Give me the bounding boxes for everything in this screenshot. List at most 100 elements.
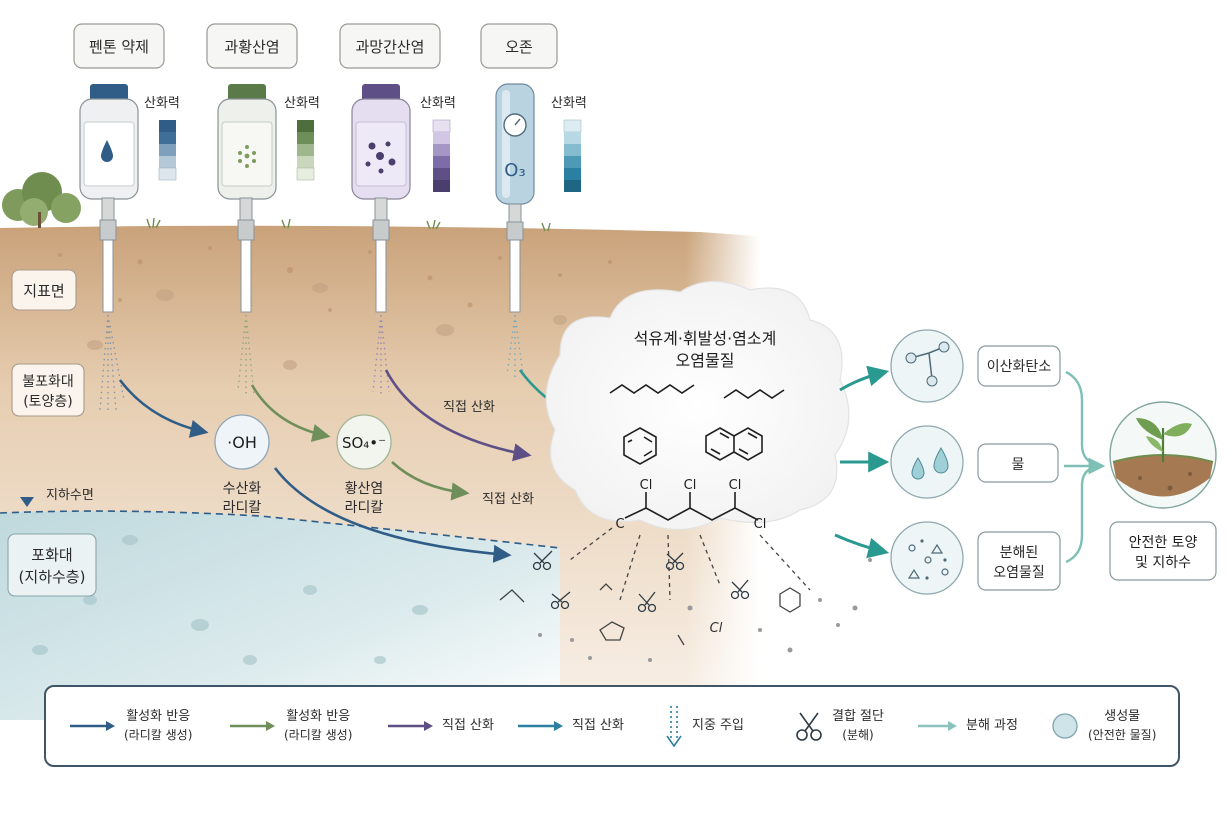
svg-text:오존: 오존 <box>505 38 533 56</box>
product-label-water: 물 <box>977 443 1059 483</box>
svg-text:포화대: 포화대 <box>31 546 72 564</box>
chlorine-label: Cl <box>640 478 653 493</box>
direct-oxidation-arrow-purple <box>384 369 532 462</box>
zone-label-saturated: 포화대 (지하수층) <box>7 533 97 597</box>
scissors-icon <box>796 712 822 741</box>
zone-label-surface: 지표면 <box>11 269 77 311</box>
permanganate-bottle-icon <box>351 84 411 313</box>
legend-item: 활성화 반응 (라디칼 생성) <box>228 687 352 765</box>
arrow-icon <box>230 721 275 731</box>
svg-text:안전한 토양: 안전한 토양 <box>1129 535 1198 551</box>
svg-text:불포화대: 불포화대 <box>22 374 74 390</box>
carbon-label: C <box>615 517 624 532</box>
ozone-cylinder-icon: O₃ <box>495 83 535 313</box>
chlorine-label: Cl <box>729 478 742 493</box>
contaminant-cloud <box>545 280 850 531</box>
injection-spray <box>99 314 524 411</box>
fragments-icon <box>890 521 964 595</box>
legend-item: 분해 과정 <box>916 687 1018 765</box>
direct-oxidation-label: 직접 산화 <box>482 492 534 507</box>
svg-text:과망간산염: 과망간산염 <box>355 38 424 56</box>
svg-text:SO₄•⁻: SO₄•⁻ <box>342 434 386 452</box>
agent-title-persulfate: 과황산염 <box>206 23 298 69</box>
legend-sublabel: (안전한 물질) <box>1088 728 1157 742</box>
strength-label: 산화력 <box>284 96 320 111</box>
contaminant-title: 석유계·휘발성·염소계 <box>634 329 777 348</box>
agent-title-permanganate: 과망간산염 <box>339 23 441 69</box>
direct-oxidation-label: 직접 산화 <box>443 400 495 415</box>
radical-label: 라디칼 <box>223 500 262 516</box>
co2-molecule-icon <box>890 329 964 403</box>
zone-label-unsaturated: 불포화대 (토양층) <box>11 363 85 417</box>
hydroxyl-radical: ·OH <box>214 414 270 470</box>
radical-arrow-green <box>391 461 470 501</box>
product-arrow <box>839 365 890 392</box>
merge-bracket <box>1065 370 1101 468</box>
strength-label: 산화력 <box>144 96 180 111</box>
sulfate-radical: SO₄•⁻ <box>336 414 392 470</box>
ozone-formula: O₃ <box>504 160 525 181</box>
svg-text:물: 물 <box>1012 457 1025 473</box>
molecule-icon <box>609 384 785 521</box>
bush-icon <box>2 172 81 228</box>
scissors-icon <box>532 550 750 613</box>
debris-dots <box>538 558 872 662</box>
bond-cleavage-fragments <box>499 527 811 646</box>
strength-bar-ozone <box>563 119 582 192</box>
grass-icon <box>146 217 551 232</box>
radical-label: 수산화 <box>223 481 262 497</box>
strength-bar-permanganate <box>432 119 451 192</box>
groundwater-layer <box>0 497 561 720</box>
legend: 활성화 반응 (라디칼 생성) 활성화 반응 (라디칼 생성) 직접 산화 직접 산… <box>44 685 1180 767</box>
arrow-icon <box>70 721 115 731</box>
contaminant-title: 오염물질 <box>676 351 735 370</box>
legend-item: 직접 산화 <box>516 687 624 765</box>
legend-label: 결합 절단 <box>832 709 884 724</box>
radical-label: 황산염 <box>345 481 384 497</box>
agent-title-fenton: 펜톤 약제 <box>73 23 165 69</box>
legend-sublabel: (라디칼 생성) <box>284 728 353 742</box>
legend-label: 생성물 <box>1104 709 1141 724</box>
legend-item: 생성물 (안전한 물질) <box>1050 687 1156 765</box>
arrow-icon <box>388 721 433 731</box>
radical-label: 라디칼 <box>345 500 384 516</box>
strength-bar-fenton <box>158 120 177 181</box>
legend-sublabel: (라디칼 생성) <box>124 728 193 742</box>
legend-label: 활성화 반응 <box>126 709 191 724</box>
dotted-arrow-icon <box>666 706 682 748</box>
legend-item: 결합 절단 (분해) <box>794 687 884 765</box>
legend-label: 지중 주입 <box>692 718 744 733</box>
svg-text:지표면: 지표면 <box>23 282 64 300</box>
strength-bar-persulfate <box>296 120 315 181</box>
legend-label: 분해 과정 <box>966 718 1018 733</box>
result-label: 안전한 토양 및 지하수 <box>1109 521 1217 581</box>
svg-text:과황산염: 과황산염 <box>224 38 279 56</box>
product-circle-icon <box>1052 713 1078 739</box>
strength-label: 산화력 <box>551 96 587 111</box>
legend-sublabel: (분해) <box>842 728 874 742</box>
legend-label: 직접 산화 <box>442 718 494 733</box>
svg-text:이산화탄소: 이산화탄소 <box>987 359 1052 375</box>
strength-label: 산화력 <box>420 96 456 111</box>
legend-item: 직접 산화 <box>386 687 494 765</box>
activation-arrow-blue <box>118 379 209 438</box>
product-label-co2: 이산화탄소 <box>977 345 1061 387</box>
svg-text:·OH: ·OH <box>227 433 257 452</box>
product-arrow <box>834 533 890 559</box>
agent-title-ozone: 오존 <box>480 23 558 69</box>
water-table-icon <box>20 497 34 507</box>
svg-text:(토양층): (토양층) <box>23 394 73 410</box>
water-table-label: 지하수면 <box>46 488 94 503</box>
chlorine-label: Cl <box>754 517 767 532</box>
arrow-icon <box>918 721 957 731</box>
chlorine-fragment-label: Cl <box>710 621 723 636</box>
svg-text:분해된: 분해된 <box>1000 545 1039 561</box>
legend-label: 활성화 반응 <box>286 709 351 724</box>
fenton-bottle-icon <box>79 84 139 313</box>
arrow-icon <box>518 721 563 731</box>
activation-arrow-green <box>250 384 331 442</box>
product-label-fragments: 분해된 오염물질 <box>977 531 1061 591</box>
legend-label: 직접 산화 <box>572 718 624 733</box>
